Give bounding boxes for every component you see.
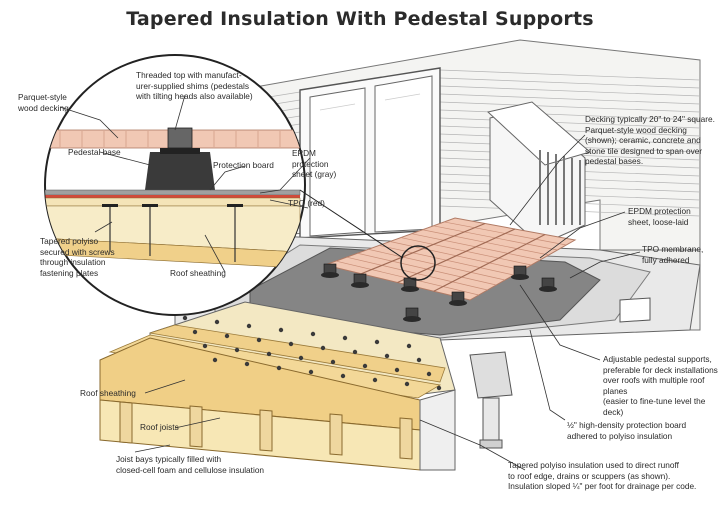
label-high-density-board: ½" high-density protection board adhered… xyxy=(567,420,687,441)
label-parquet-decking: Parquet-style wood decking xyxy=(18,92,69,113)
fastening-plate xyxy=(182,315,188,321)
label-tpo-membrane: TPO membrane, fully adhered xyxy=(642,244,704,265)
parquet-tile-seam xyxy=(433,233,546,292)
fastening-plate xyxy=(234,347,240,353)
siding-line xyxy=(439,101,701,113)
detail-locator-circle xyxy=(400,245,436,281)
siding-line xyxy=(439,93,701,105)
fastening-plate xyxy=(384,353,390,359)
label-epdm-sheet: EPDM protection sheet (gray) xyxy=(292,148,337,179)
fastening-plate xyxy=(278,327,284,333)
fastening-plate xyxy=(342,335,348,341)
pedestal-base xyxy=(449,300,467,306)
side-window xyxy=(619,297,651,323)
fastening-plate xyxy=(330,359,336,365)
fastening-plate xyxy=(298,355,304,361)
fastening-plate xyxy=(212,357,218,363)
roof-joist xyxy=(259,409,273,452)
label-protection-board: Protection board xyxy=(213,160,274,170)
fastening-plate xyxy=(310,331,316,337)
fastening-plate xyxy=(436,385,442,391)
pedestal-base xyxy=(351,282,369,288)
label-epdm-loose-laid: EPDM protection sheet, loose-laid xyxy=(628,206,691,227)
label-tapered-polyiso-detail: Tapered polyiso secured with screws thro… xyxy=(40,236,115,278)
siding-line xyxy=(439,85,701,97)
fastening-plate xyxy=(266,351,272,357)
leader-lines xyxy=(59,94,641,471)
label-decking-size: Decking typically 20" to 24" square. Par… xyxy=(585,114,715,166)
siding-line xyxy=(439,109,701,121)
siding-line xyxy=(439,77,701,89)
siding-line xyxy=(439,69,701,81)
fastening-plate xyxy=(426,371,432,377)
deck-railing xyxy=(486,101,592,246)
label-threaded-top: Threaded top with manufact- urer-supplie… xyxy=(136,70,253,101)
roof-joist xyxy=(399,417,413,460)
diagram-title: Tapered Insulation With Pedestal Support… xyxy=(126,8,594,30)
pedestal-supports xyxy=(321,263,557,322)
fastening-plate xyxy=(224,333,230,339)
label-roof-sheathing-detail: Roof sheathing xyxy=(170,268,226,278)
label-joist-bays: Joist bays typically filled with closed-… xyxy=(116,454,265,475)
detail-callout-circle xyxy=(44,54,306,316)
fastening-plate xyxy=(246,323,252,329)
fastening-plate xyxy=(256,337,262,343)
fastening-plate xyxy=(340,373,346,379)
fastening-plate xyxy=(404,381,410,387)
pedestal-base xyxy=(539,286,557,292)
fastening-plate xyxy=(394,367,400,373)
roof-joist xyxy=(189,405,203,448)
fastening-plate xyxy=(320,345,326,351)
fastening-plate xyxy=(308,369,314,375)
label-pedestal-base: Pedestal base xyxy=(68,147,121,157)
fastening-plate xyxy=(352,349,358,355)
pedestal-base xyxy=(401,286,419,292)
fastening-plate xyxy=(214,319,220,325)
label-roof-sheathing-main: Roof sheathing xyxy=(80,388,136,398)
parquet-tile-seam xyxy=(361,222,486,275)
fastening-plate xyxy=(372,377,378,383)
siding-line xyxy=(439,125,701,137)
scupper-downspout xyxy=(469,351,513,449)
label-tpo-red: TPO (red) xyxy=(288,198,325,208)
roof-joist xyxy=(119,401,133,444)
insulation-cutaway xyxy=(99,301,456,471)
fastening-plate xyxy=(374,339,380,345)
fastening-plate xyxy=(362,363,368,369)
fastening-plate xyxy=(406,343,412,349)
sliding-door xyxy=(299,67,441,239)
siding-line xyxy=(439,117,701,129)
pedestal-base xyxy=(403,316,421,322)
label-roof-joists: Roof joists xyxy=(140,422,179,432)
fastening-plate xyxy=(416,357,422,363)
pedestal-base xyxy=(321,272,339,278)
parquet-tile-seam xyxy=(397,228,516,284)
fastening-plate xyxy=(192,329,198,335)
pedestal-base xyxy=(511,274,529,280)
fastening-plate xyxy=(276,365,282,371)
fastening-plate xyxy=(202,343,208,349)
label-adjustable-pedestals: Adjustable pedestal supports, preferable… xyxy=(603,354,718,417)
roof-joist xyxy=(329,413,343,456)
parquet-decking xyxy=(323,217,577,301)
detail-connector-line xyxy=(299,189,404,259)
label-tapered-polyiso-main: Tapered polyiso insulation used to direc… xyxy=(508,460,697,491)
fastening-plate xyxy=(288,341,294,347)
fastening-plate xyxy=(244,361,250,367)
